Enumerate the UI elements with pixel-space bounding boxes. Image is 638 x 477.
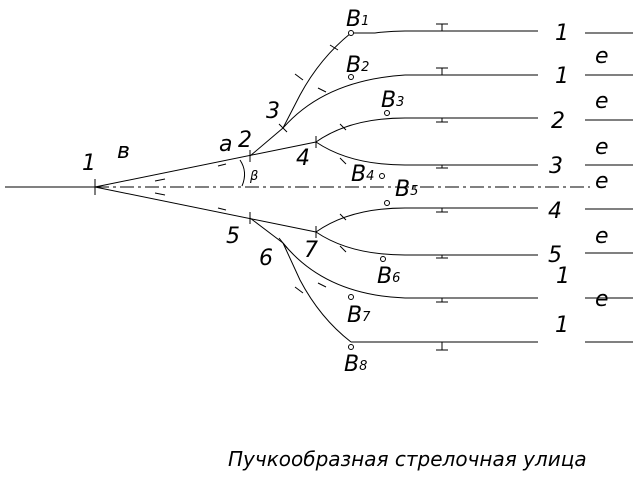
e-label-1: е xyxy=(595,44,609,69)
e-label-3: е xyxy=(595,135,609,160)
track-number-9: 1 xyxy=(555,313,569,338)
letter-v: в xyxy=(117,139,130,164)
switch-label-1: 1 xyxy=(82,151,96,176)
track-number-3: 2 xyxy=(551,109,565,134)
turnout-label-b2: B2 xyxy=(346,53,369,78)
beta-angle-arc xyxy=(239,159,246,187)
track-number-1: 1 xyxy=(555,21,569,46)
mid-lower-fan xyxy=(315,207,406,256)
e-label-6: е xyxy=(595,287,609,312)
diagram-caption: Пучкообразная стрелочная улица xyxy=(228,447,587,471)
switch-label-4: 4 xyxy=(296,146,310,171)
turnout-label-b8: B8 xyxy=(344,352,367,377)
turnout-label-b5: B5 xyxy=(395,177,418,202)
switch-label-6: 6 xyxy=(259,246,273,271)
upper-fan xyxy=(249,30,406,157)
turnout-label-b1: B1 xyxy=(346,7,369,32)
e-label-2: е xyxy=(595,89,609,114)
track-number-6: 4 xyxy=(548,199,562,224)
turnout-label-b3: B3 xyxy=(381,88,404,113)
track-number-4: 3 xyxy=(549,154,563,179)
letter-a: а xyxy=(219,132,232,157)
track-number-2: 1 xyxy=(555,64,569,89)
track-number-8: 1 xyxy=(556,264,570,289)
track-ends xyxy=(405,23,538,351)
e-label-4: е xyxy=(595,169,609,194)
beta-label: β xyxy=(249,169,258,184)
mid-upper-fan xyxy=(315,117,406,166)
e-label-5: е xyxy=(595,224,609,249)
e-lines xyxy=(585,32,633,343)
turnout-circles xyxy=(348,30,390,350)
lower-fan xyxy=(249,217,406,343)
turnout-label-b7: B7 xyxy=(347,303,371,328)
track-number-7: 5 xyxy=(548,243,562,268)
switch-label-2: 2 xyxy=(238,128,252,153)
turnout-label-b6: B6 xyxy=(377,264,400,289)
switch-label-5: 5 xyxy=(226,224,240,249)
main-track xyxy=(5,179,96,195)
switch-label-7: 7 xyxy=(304,238,318,263)
turnout-label-b4: B4 xyxy=(351,162,374,187)
switch-label-3: 3 xyxy=(266,99,280,124)
